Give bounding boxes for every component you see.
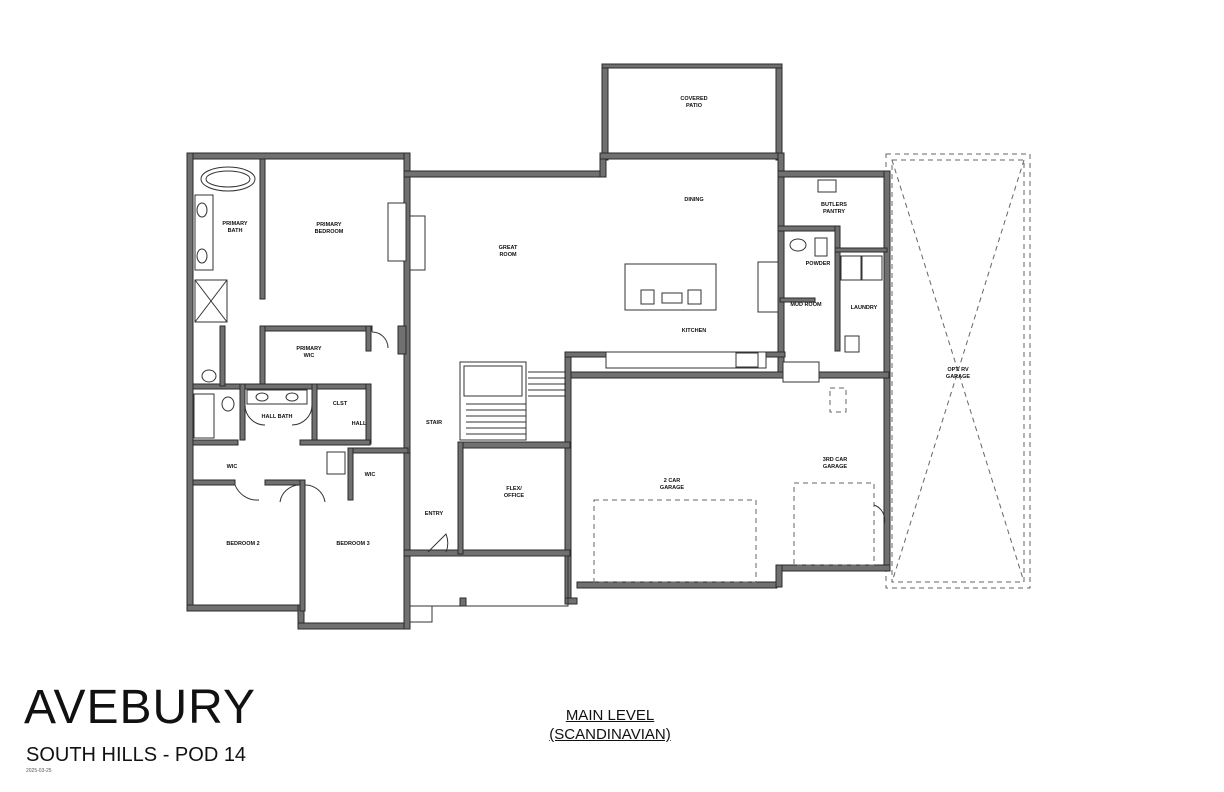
rv-garage-label: OPT. RV <box>947 367 969 373</box>
flex-office-label: FLEX/ <box>506 486 522 492</box>
rv-garage-label: GARAGE <box>946 374 970 380</box>
exterior-walls <box>186 152 891 630</box>
covered-patio-label: COVERED <box>680 96 707 102</box>
butlers-pantry-label: BUTLERS <box>821 202 847 208</box>
closet-label: CLST <box>333 401 348 407</box>
plan-subtitle: SOUTH HILLS - POD 14 <box>26 744 247 766</box>
covered-patio <box>601 63 783 161</box>
wic-label: WIC <box>227 464 238 470</box>
third-car-garage-label: 3RD CAR <box>823 457 847 463</box>
primary-bath-label: BATH <box>228 228 243 234</box>
great-room-label: ROOM <box>499 252 517 258</box>
covered-patio-label: PATIO <box>686 103 703 109</box>
mud-room-label: MUD ROOM <box>790 302 822 308</box>
hall-bath-label: HALL BATH <box>262 414 293 420</box>
level-style: (SCANDINAVIAN) <box>549 726 671 743</box>
level-name: MAIN LEVEL <box>565 707 655 724</box>
two-car-garage-label: 2 CAR <box>664 478 681 484</box>
primary-wic-label: PRIMARY <box>296 346 321 352</box>
plan-date: 2025-03-25 <box>26 768 52 774</box>
primary-bath-label: PRIMARY <box>222 221 247 227</box>
plan-title: AVEBURY <box>24 681 256 734</box>
primary-bedroom-label: PRIMARY <box>316 222 341 228</box>
powder-label: POWDER <box>806 261 831 267</box>
laundry-label: LAUNDRY <box>851 305 878 311</box>
bedroom-2-label: BEDROOM 2 <box>226 541 259 547</box>
third-car-garage-label: GARAGE <box>823 464 847 470</box>
interior-walls <box>192 158 816 612</box>
level-caption: MAIN LEVEL (SCANDINAVIAN) <box>540 706 680 744</box>
entry-label: ENTRY <box>425 511 444 517</box>
stair-label: STAIR <box>426 420 442 426</box>
dining-label: DINING <box>684 197 703 203</box>
room-labels: COVERED PATIO DINING GREAT ROOM KITCHEN … <box>222 96 970 547</box>
primary-bedroom-label: BEDROOM <box>315 229 344 235</box>
flex-office-label: OFFICE <box>504 493 524 499</box>
fixtures <box>193 166 886 623</box>
wic-label: WIC <box>365 472 376 478</box>
hall-label: HALL <box>352 421 367 427</box>
primary-wic-label: WIC <box>304 353 315 359</box>
kitchen-label: KITCHEN <box>682 328 706 334</box>
two-car-garage-label: GARAGE <box>660 485 684 491</box>
bedroom-3-label: BEDROOM 3 <box>336 541 369 547</box>
butlers-pantry-label: PANTRY <box>823 209 845 215</box>
great-room-label: GREAT <box>499 245 518 251</box>
